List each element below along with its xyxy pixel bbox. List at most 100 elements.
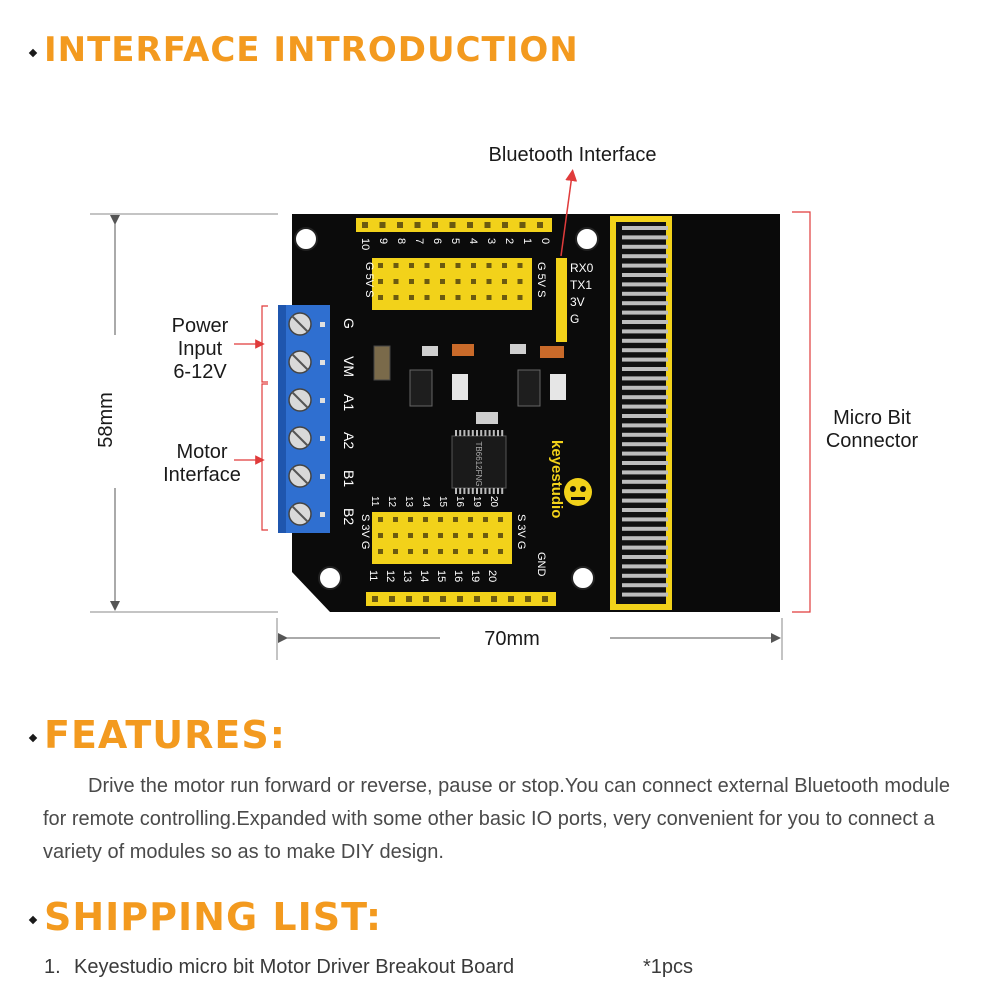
- edge-pin: [622, 273, 668, 277]
- top-pin-number: 8: [395, 238, 407, 244]
- female-pin-hole: [378, 279, 383, 284]
- edge-pin: [622, 263, 668, 268]
- female-pin-hole: [486, 295, 492, 300]
- female-pin-hole: [424, 263, 430, 268]
- top-pin-number: 1: [521, 238, 533, 244]
- keyestudio-logo: [564, 478, 592, 506]
- female-pin-hole: [471, 295, 476, 300]
- power-bracket: [234, 305, 268, 383]
- female-pin-hole: [486, 263, 492, 268]
- bt-pin-label: TX1: [570, 278, 592, 292]
- chip-leg: [497, 430, 499, 436]
- female-pin-hole: [409, 295, 414, 300]
- edge-pin: [622, 442, 668, 447]
- chip-leg: [492, 430, 495, 436]
- edge-pin: [622, 470, 668, 475]
- bottom-pin-number: 16: [454, 496, 465, 508]
- height-dimension: [90, 213, 278, 613]
- female-pin-hole: [378, 533, 383, 538]
- header-pin-hole: [491, 596, 497, 602]
- chip-leg: [488, 488, 491, 494]
- chip-leg: [476, 488, 478, 494]
- female-pin-hole: [471, 263, 476, 268]
- microbit-bracket: [792, 211, 811, 613]
- terminal-label: G: [341, 318, 357, 329]
- height-dim-label: 58mm: [95, 392, 117, 448]
- microbit-connector-label: Micro Bit Connector: [812, 407, 932, 453]
- chip-leg: [459, 430, 462, 436]
- header-pin-hole: [379, 222, 386, 228]
- top-pin-number: 3: [485, 238, 497, 244]
- edge-pin: [622, 573, 668, 578]
- top-pin-number: 2: [503, 238, 515, 244]
- female-pin-hole: [438, 549, 443, 554]
- top-pin-number: 7: [413, 238, 425, 244]
- screw-slot: [291, 505, 309, 523]
- edge-pin: [622, 592, 668, 597]
- female-pin-hole: [378, 295, 383, 300]
- header-pin-hole: [508, 596, 514, 602]
- terminal-pad: [320, 360, 325, 365]
- header-pin-hole: [432, 222, 438, 228]
- header-pin-hole: [449, 222, 456, 228]
- header-pin-hole: [406, 596, 412, 602]
- gnd-label: GND: [535, 552, 547, 577]
- edge-pin: [622, 348, 668, 353]
- female-pin-hole: [393, 295, 399, 300]
- bottom-pin-number: 11: [367, 570, 379, 581]
- female-pin-hole: [440, 279, 445, 284]
- brand-text: keyestudio: [548, 440, 565, 518]
- header-pin-hole: [474, 596, 480, 602]
- header-pin-hole: [389, 596, 395, 602]
- female-pin-hole: [502, 295, 507, 300]
- terminal-label: B1: [341, 470, 357, 487]
- female-pin-hole: [440, 263, 445, 268]
- female-pin-hole: [408, 533, 413, 538]
- female-pin-hole: [453, 549, 458, 554]
- terminal-pad: [320, 398, 325, 403]
- heading-shipping-text: SHIPPING LIST:: [44, 895, 383, 939]
- female-pin-hole: [498, 549, 503, 554]
- bottom-pin-number: 20: [486, 570, 498, 582]
- microbit-label-line1: Micro Bit: [833, 407, 911, 429]
- shipping-item-qty: *1pcs: [643, 956, 694, 978]
- shipping-item-name: Keyestudio micro bit Motor Driver Breako…: [74, 956, 515, 978]
- edge-pin: [622, 414, 668, 418]
- terminal-label: B2: [341, 508, 357, 525]
- chip-leg: [463, 488, 466, 494]
- header-pin-hole: [519, 222, 526, 228]
- female-pin-hole: [517, 279, 523, 284]
- motor-bracket: [234, 383, 268, 531]
- bottom-pin-number: 13: [403, 496, 414, 508]
- chip-leg: [488, 430, 491, 436]
- chip-leg: [484, 488, 487, 494]
- motor-label-line1: Motor: [176, 441, 228, 463]
- edge-pin: [622, 555, 668, 559]
- female-pin-hole: [498, 517, 503, 522]
- header-pin-hole: [440, 596, 446, 602]
- edge-pin: [622, 329, 668, 334]
- header-pin-hole: [542, 596, 548, 602]
- screw-slot: [291, 353, 309, 371]
- section-heading-shipping: SHIPPING LIST:: [28, 895, 383, 939]
- female-pin-hole: [408, 549, 413, 554]
- female-pin-hole: [393, 533, 398, 538]
- svg-bottom-right: S 3V G: [515, 514, 527, 549]
- bottom-pin-number: 12: [384, 570, 396, 582]
- top-pin-number: 4: [467, 238, 479, 244]
- female-pin-hole: [486, 279, 492, 284]
- screw-slot: [291, 315, 309, 333]
- female-pin-hole: [409, 279, 414, 284]
- edge-pin: [622, 395, 668, 400]
- female-pin-hole: [378, 263, 383, 268]
- header-pin-hole: [362, 222, 368, 228]
- header-pin-hole: [484, 222, 491, 228]
- chip-leg: [467, 488, 470, 494]
- bottom-pin-number: 19: [469, 570, 481, 582]
- female-pin-hole: [453, 533, 458, 538]
- bottom-pin-number: 12: [386, 496, 397, 508]
- chip-leg: [459, 488, 462, 494]
- chip-leg: [497, 488, 499, 494]
- top-pin-header: [356, 218, 552, 310]
- terminal-pad: [320, 322, 325, 327]
